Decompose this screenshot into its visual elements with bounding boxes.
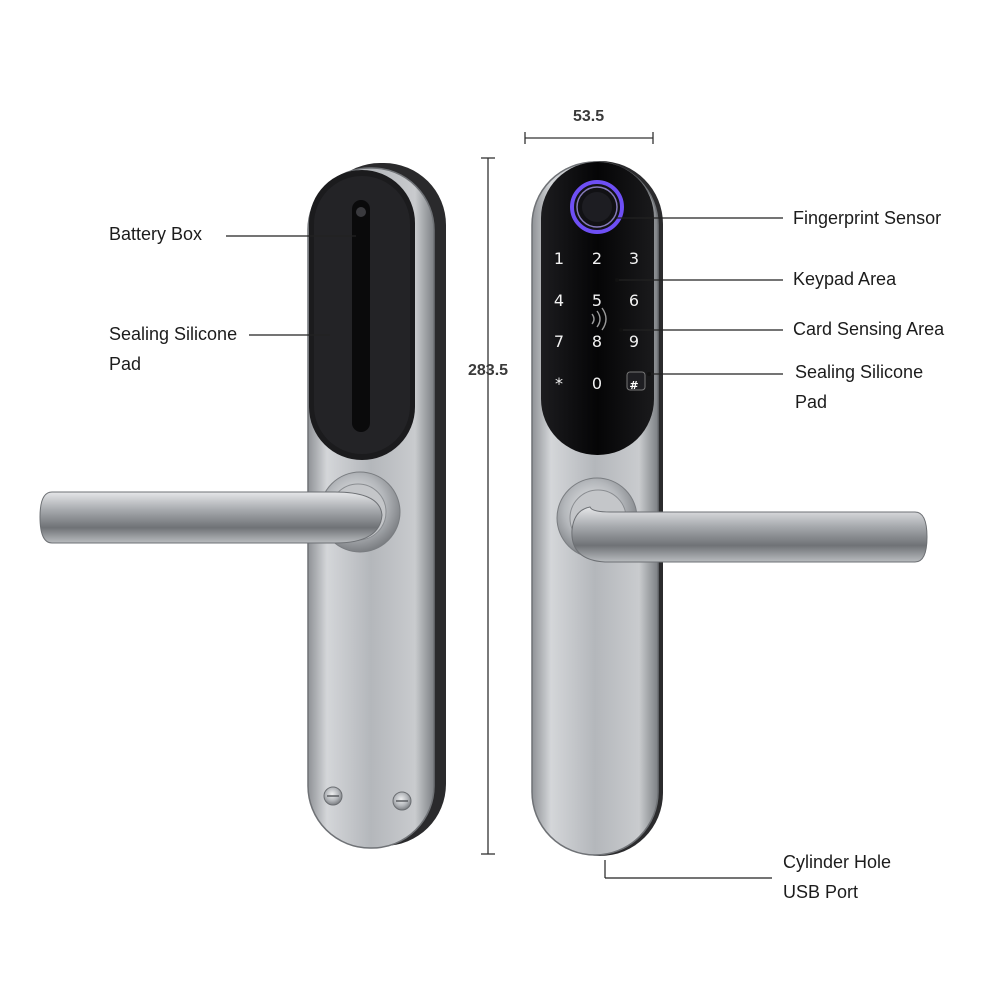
- doorbell-icon: [626, 371, 646, 391]
- keypad-key-hash: #: [629, 379, 638, 392]
- label-sealing-pad-right-line1: Sealing Silicone: [795, 362, 924, 382]
- keypad-key-star: *: [555, 374, 563, 393]
- keypad-key-2: 2: [592, 249, 602, 268]
- keypad-panel: [541, 162, 654, 455]
- label-battery-box: Battery Box: [109, 224, 203, 244]
- label-cylinder-usb: Cylinder Hole USB Port: [783, 847, 891, 907]
- keypad-key-8: 8: [592, 332, 602, 351]
- label-cylinder-hole: Cylinder Hole: [783, 852, 892, 872]
- keypad-key-6: 6: [629, 291, 639, 310]
- card-sensing-icon: [591, 307, 607, 331]
- keypad-key-7: 7: [554, 332, 564, 351]
- label-sealing-pad-left: Sealing Silicone Pad: [109, 319, 237, 379]
- battery-box-cover: [309, 170, 415, 460]
- label-keypad-area: Keypad Area: [793, 269, 897, 289]
- front-lever-handle: [556, 477, 928, 563]
- keypad-keys: 1 2 3 4 5 6 7 8 9 * 0 #: [554, 249, 639, 393]
- label-sealing-pad-left-line2: Pad: [109, 354, 142, 374]
- keypad-key-3: 3: [629, 249, 639, 268]
- rear-screws: [323, 786, 412, 811]
- keypad-key-9: 9: [629, 332, 639, 351]
- keypad-key-0: 0: [592, 374, 602, 393]
- width-dimension: 53.5: [573, 108, 605, 125]
- keypad-key-5: 5: [592, 291, 602, 310]
- leader-lines: [226, 217, 783, 879]
- width-dimension-line: [524, 132, 654, 144]
- label-fingerprint-sensor: Fingerprint Sensor: [793, 208, 942, 228]
- height-dimension-line: [481, 157, 495, 855]
- rear-lever-handle: [39, 471, 401, 553]
- label-sealing-pad-right-line2: Pad: [795, 392, 828, 412]
- label-card-sensing-area: Card Sensing Area: [793, 319, 945, 339]
- label-usb-port: USB Port: [783, 882, 859, 902]
- keypad-key-1: 1: [554, 249, 564, 268]
- label-sealing-pad-right: Sealing Silicone Pad: [795, 357, 923, 417]
- height-dimension: 283.5: [468, 362, 509, 379]
- fingerprint-sensor-icon: [570, 180, 624, 234]
- leader-dots: [615, 278, 651, 376]
- keypad-key-4: 4: [554, 291, 564, 310]
- label-sealing-pad-left-line1: Sealing Silicone: [109, 324, 238, 344]
